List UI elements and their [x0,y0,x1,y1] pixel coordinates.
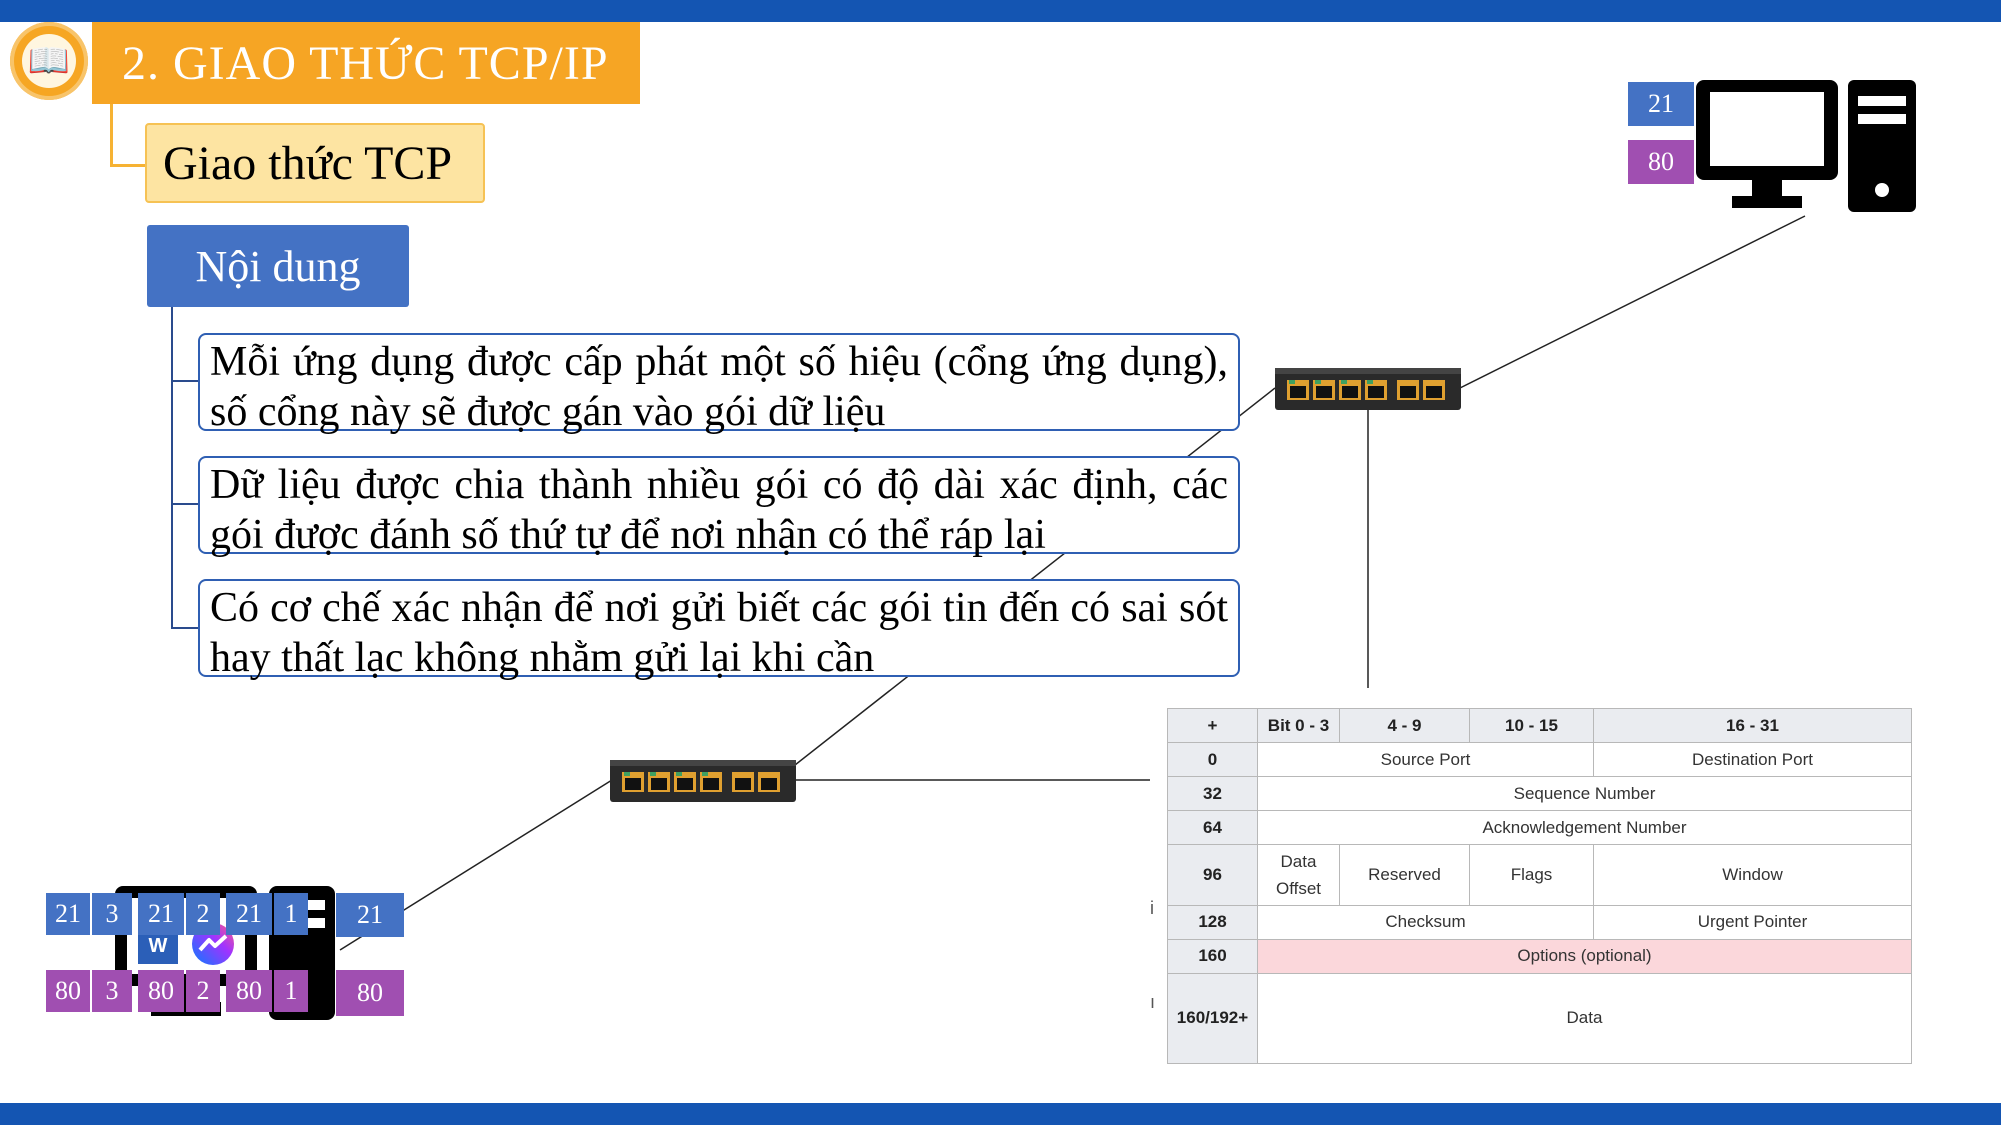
client-port: 80 [138,970,184,1012]
field-cell: Checksum [1257,904,1594,940]
slide-title: 2. GIAO THỨC TCP/IP [92,22,640,104]
table-header-cell: + [1167,707,1258,744]
table-header-cell: 16 - 31 [1593,707,1912,744]
row-offset: 32 [1167,776,1258,812]
field-cell: Destination Port [1593,742,1912,778]
row-offset: 96 [1167,844,1258,906]
tree-line [171,307,173,629]
tcp-header-table: + Bit 0 - 3 4 - 9 10 - 15 16 - 31 0 Sour… [1167,707,1912,1065]
field-cell: Data [1257,972,1912,1065]
bottom-bar [0,1103,2001,1125]
client-port: 21 [336,893,404,937]
table-row: 64 Acknowledgement Number [1167,810,1912,846]
field-cell: Window [1593,844,1912,906]
field-cell: Options (optional) [1257,938,1912,974]
field-cell: Urgent Pointer [1593,904,1912,940]
client-port: 21 [226,893,272,935]
client-seq: 2 [186,970,220,1012]
bullet-3: Có cơ chế xác nhận để nơi gửi biết các g… [198,579,1240,681]
row-offset: 0 [1167,742,1258,778]
desktop-computer-icon [1696,80,1916,212]
slide-subtitle: Giao thức TCP [145,123,485,203]
client-port: 80 [46,970,90,1012]
top-bar [0,0,2001,22]
content-label: Nội dung [147,225,409,307]
client-port: 80 [226,970,272,1012]
table-header-cell: 10 - 15 [1469,707,1594,744]
network-switch-icon [610,760,796,802]
server-port-80: 80 [1628,140,1694,184]
field-cell: Data Offset [1257,844,1340,906]
table-header-cell: 4 - 9 [1339,707,1470,744]
client-seq: 2 [186,893,220,935]
table-header-row: + Bit 0 - 3 4 - 9 10 - 15 16 - 31 [1167,707,1912,744]
bullet-2: Dữ liệu được chia thành nhiều gói có độ … [198,456,1240,558]
server-port-21: 21 [1628,82,1694,126]
tree-tick [171,380,199,382]
field-cell: Sequence Number [1257,776,1912,812]
table-row: 32 Sequence Number [1167,776,1912,812]
field-cell: Source Port [1257,742,1594,778]
tree-tick [171,503,199,505]
row-offset: 160 [1167,938,1258,974]
bullet-1: Mỗi ứng dụng được cấp phát một số hiệu (… [198,333,1240,435]
client-port: 21 [46,893,90,935]
side-mark: ı [1150,992,1156,1012]
client-port: 21 [138,893,184,935]
client-seq: 1 [274,970,308,1012]
field-cell: Reserved [1339,844,1470,906]
tree-tick [171,627,199,629]
client-seq: 3 [92,893,132,935]
table-row: 128 Checksum Urgent Pointer [1167,904,1912,940]
field-cell: Acknowledgement Number [1257,810,1912,846]
table-row: 0 Source Port Destination Port [1167,742,1912,778]
table-row: 160/192+ Data [1167,972,1912,1065]
row-offset: 160/192+ [1167,972,1258,1065]
book-logo-icon: 📖 [10,22,88,100]
network-switch-icon [1275,368,1461,410]
client-port: 80 [336,970,404,1016]
table-header-cell: Bit 0 - 3 [1257,707,1340,744]
row-offset: 128 [1167,904,1258,940]
field-cell: Flags [1469,844,1594,906]
client-seq: 3 [92,970,132,1012]
row-offset: 64 [1167,810,1258,846]
table-row: 96 Data Offset Reserved Flags Window [1167,844,1912,906]
side-mark: i [1150,898,1154,918]
client-seq: 1 [274,893,308,935]
table-row: 160 Options (optional) [1167,938,1912,974]
title-connector [110,104,148,167]
